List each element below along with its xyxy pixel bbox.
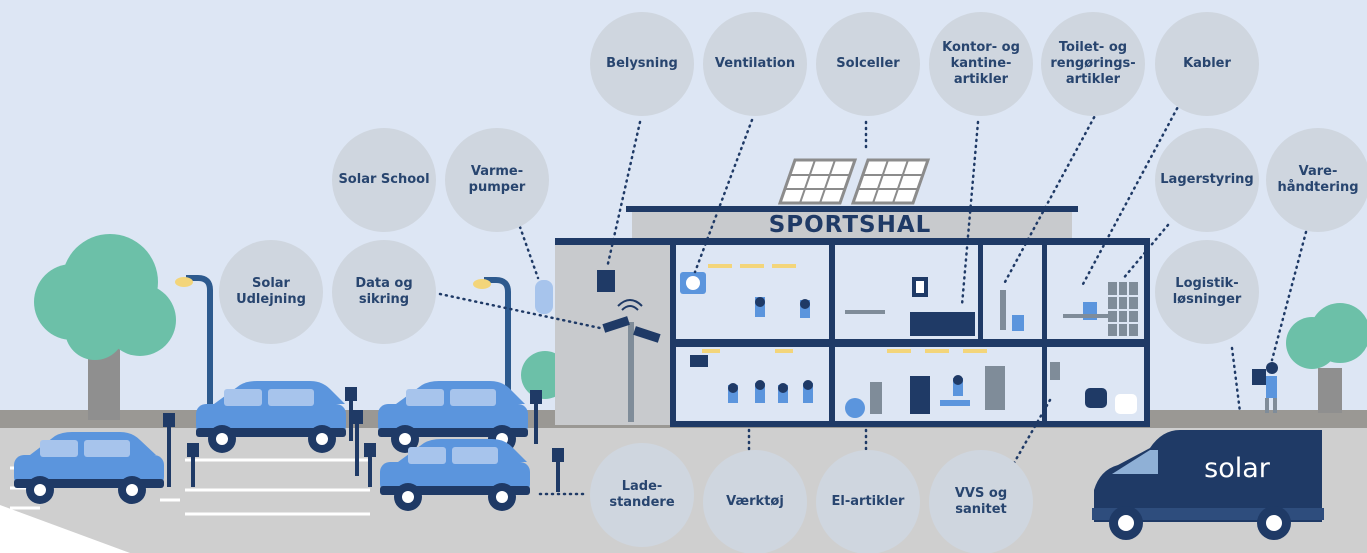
tree-right (1286, 303, 1367, 413)
street-lamp-right (473, 277, 511, 420)
interior-details (680, 264, 1138, 418)
bubble-kontor[interactable]: Kontor- og kantine- artikler (929, 12, 1033, 116)
heat-pump-unit (535, 280, 553, 314)
bubble-data-sikring[interactable]: Data og sikring (332, 240, 436, 344)
building-sign: SPORTSHAL (768, 212, 932, 238)
security-cameras (602, 299, 661, 422)
bubble-solceller[interactable]: Solceller (816, 12, 920, 116)
bubble-ventilation[interactable]: Ventilation (703, 12, 807, 116)
street-lamp-left (175, 275, 213, 420)
bubble-vaerktoej[interactable]: Værktøj (703, 450, 807, 553)
chargers (163, 387, 564, 492)
car-front-left (14, 432, 164, 504)
van-logo: solar (1204, 452, 1270, 484)
car-front-right (380, 439, 530, 511)
bubble-varehaandtering[interactable]: Vare- håndtering (1266, 128, 1367, 232)
bubble-vvs[interactable]: VVS og sanitet (929, 450, 1033, 553)
solar-panels (777, 158, 931, 205)
bubble-solar-school[interactable]: Solar School (332, 128, 436, 232)
bubble-toilet[interactable]: Toilet- og rengørings- artikler (1041, 12, 1145, 116)
bubble-ladestandere[interactable]: Lade- standere (590, 443, 694, 547)
bubble-solar-udlejning[interactable]: Solar Udlejning (219, 240, 323, 344)
bubble-el-artikler[interactable]: El-artikler (816, 450, 920, 553)
warehouse-worker (1252, 362, 1278, 413)
bubble-logistik[interactable]: Logistik- løsninger (1155, 240, 1259, 344)
bubble-varmepumper[interactable]: Varme- pumper (445, 128, 549, 232)
parking-lines (10, 458, 370, 516)
car-back-left (196, 381, 346, 453)
tree-left (34, 234, 176, 420)
bubble-kabler[interactable]: Kabler (1155, 12, 1259, 116)
bubble-lagerstyring[interactable]: Lagerstyring (1155, 128, 1259, 232)
road-curve (0, 505, 130, 553)
bubble-belysning[interactable]: Belysning (590, 12, 694, 116)
solar-van (1092, 430, 1324, 540)
